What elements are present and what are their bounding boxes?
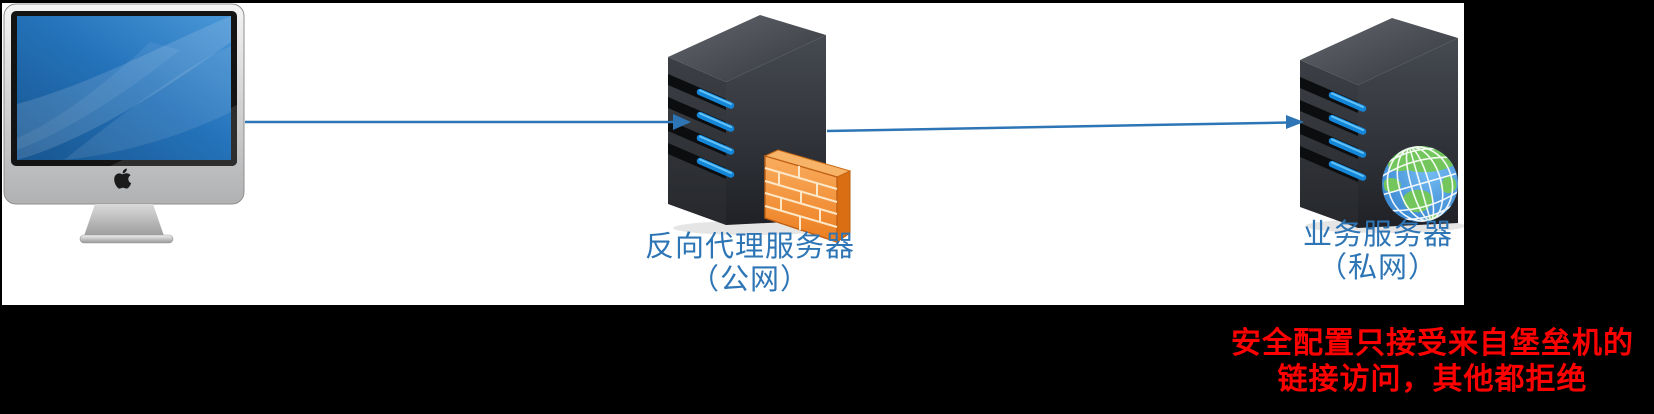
arrowhead [673,114,691,130]
arrow-client-to-proxy [245,114,691,130]
proxy-server-label: 反向代理服务器 （公网） [590,231,910,297]
business-server-sublabel: （私网） [1317,252,1438,284]
imac-screen [17,16,231,160]
business-server-label-line1: 业务服务器 [1302,219,1453,251]
imac-icon [3,3,245,244]
screen-swirl [64,46,231,160]
annotation-line-2: 链接访问，其他都拒绝 [1277,363,1588,396]
firewall-icon [763,149,852,243]
proxy-server-label-line1: 反向代理服务器 [644,231,855,263]
imac-stand [84,204,164,236]
proxy-server-sublabel: （公网） [689,264,810,296]
arrow-proxy-to-business [826,115,1304,133]
arrowhead [1286,115,1304,129]
globe-grid [1381,146,1459,222]
screen-swirl [17,16,231,160]
business-server-label: 业务服务器 （私网） [1218,219,1538,285]
apple-logo-icon [114,168,132,189]
firewall-mortar-lines [764,166,838,230]
security-annotation: 安全配置只接受来自堡垒机的 链接访问，其他都拒绝 [1210,326,1654,398]
imac-base [79,234,174,244]
screen-swirl [17,42,180,150]
annotation-line-1: 安全配置只接受来自堡垒机的 [1231,327,1634,360]
